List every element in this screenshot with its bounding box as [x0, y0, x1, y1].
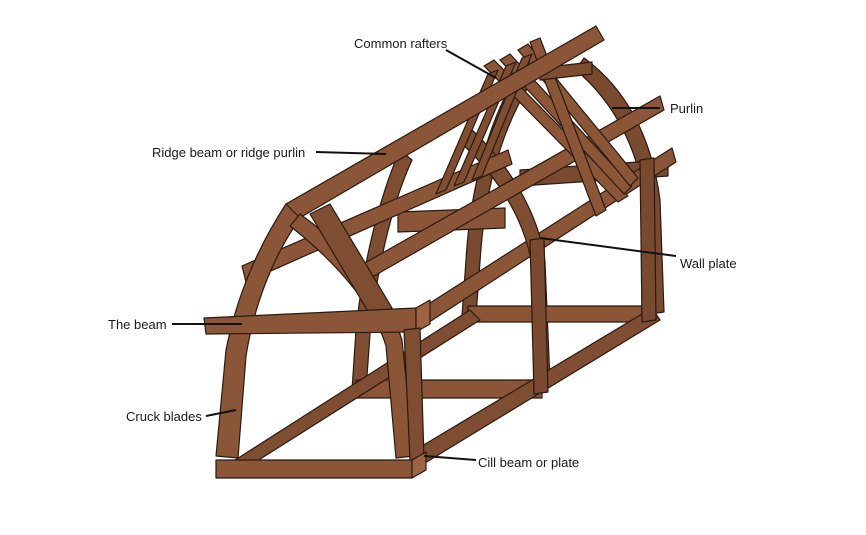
label-cruck-blades: Cruck blades: [126, 409, 202, 424]
label-wall-plate: Wall plate: [680, 256, 737, 271]
front-cruck-frame: [203, 203, 431, 479]
rear-right-post: [639, 157, 657, 323]
labels: Common rafters Purlin Ridge beam or ridg…: [108, 36, 737, 470]
leader-wall-plate: [539, 237, 677, 257]
label-cill-beam: Cill beam or plate: [478, 455, 579, 470]
label-purlin: Purlin: [670, 101, 703, 116]
common-rafter-4: [529, 37, 607, 217]
label-the-beam: The beam: [108, 317, 167, 332]
rear-cill-beam: [467, 305, 653, 323]
leader-ridge-beam: [315, 151, 387, 155]
leader-cruck-blades: [205, 409, 237, 417]
the-beam-end: [415, 299, 431, 333]
label-ridge-beam: Ridge beam or ridge purlin: [152, 145, 305, 160]
front-cill-beam: [215, 459, 413, 479]
leader-lines: [172, 49, 677, 461]
leader-cill-beam: [423, 455, 477, 461]
label-common-rafters: Common rafters: [354, 36, 448, 51]
front-brace: [309, 203, 393, 319]
front-cill-beam-end: [411, 451, 427, 479]
leader-common-rafters: [445, 49, 497, 79]
middle-right-post: [529, 237, 549, 395]
front-left-cruck-blade: [215, 203, 301, 459]
roof-members: [355, 37, 665, 285]
